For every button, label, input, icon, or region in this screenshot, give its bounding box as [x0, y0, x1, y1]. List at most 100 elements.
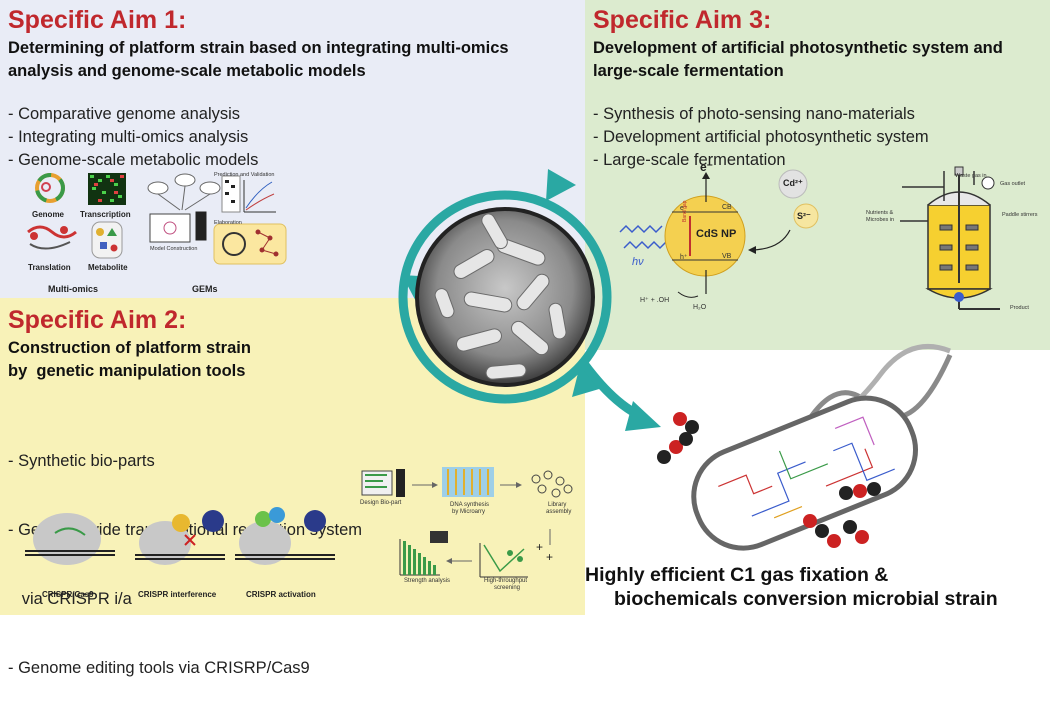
valve-icon	[954, 292, 964, 302]
crispr-interference-label: CRISPR interference	[138, 590, 217, 599]
co2-molecule-icon	[839, 482, 881, 500]
biopart-workflow: ++	[361, 467, 573, 578]
crispr-cas9-label: CRISPR/Cas9	[42, 590, 94, 599]
library-label-1: Library	[548, 502, 567, 508]
crispr-schematics	[25, 507, 335, 565]
cds-nanoparticle-icon	[664, 195, 746, 277]
crispr-activation-label: CRISPR activation	[246, 590, 316, 599]
instrument-icon	[430, 531, 448, 543]
aim2-bullet: - Genome editing tools via CRISRP/Cas9	[8, 659, 310, 677]
h-small-label: h⁺	[680, 254, 688, 261]
hv-label: hν	[632, 256, 644, 268]
aim3-bullet: - Large-scale fermentation	[593, 151, 786, 169]
library-label-2: assembly	[546, 509, 572, 515]
aim2-title: Specific Aim 2:	[8, 306, 187, 334]
crispr-activation-icon	[235, 507, 335, 565]
co2-molecule-icon	[657, 432, 693, 464]
caption-line2: biochemicals conversion microbial strain	[614, 588, 998, 610]
aim2-subtitle-line1: Construction of platform strain	[8, 339, 251, 357]
library-icon	[531, 470, 573, 498]
crispr-interference-icon	[135, 510, 225, 565]
cd-ion-icon	[778, 169, 808, 199]
co2-molecule-icon	[843, 520, 869, 544]
metabolite-label: Metabolite	[88, 263, 128, 272]
central-cycle	[398, 169, 612, 404]
paddle-stirrer-icon	[939, 224, 979, 271]
hts-label-1: High-throughput	[484, 578, 528, 584]
multiomics-label: Multi-omics	[48, 284, 99, 294]
hts-label-2: screening	[494, 585, 521, 591]
electron-label: e⁻	[700, 160, 714, 174]
cds-np-label: CdS NP	[696, 228, 737, 240]
aim3-bullets: - Synthesis of photo-sensing nano-materi…	[593, 103, 929, 172]
dna-synthesis-label-1: DNA synthesis	[450, 502, 490, 508]
water-label: H₂O	[693, 304, 707, 311]
hts-plot-icon	[479, 543, 528, 578]
translation-label: Translation	[28, 263, 71, 272]
transcription-heatmap-icon	[88, 173, 126, 205]
design-label: Design Bio-part	[360, 500, 402, 506]
band-gap-label: Band gap	[682, 200, 688, 222]
aim3-bullet: - Synthesis of photo-sensing nano-materi…	[593, 105, 915, 123]
prediction-plot-icon	[221, 175, 276, 213]
svg-text:+: +	[546, 550, 553, 564]
outcome-arrow	[581, 362, 661, 431]
translation-icon	[27, 225, 77, 250]
elaboration-icon	[213, 223, 287, 265]
aim1-subtitle-line2: analysis and genome-scale metabolic mode…	[8, 62, 366, 80]
metabolite-icon	[91, 221, 123, 259]
bacteria-rods	[434, 213, 567, 380]
strength-bars-icon	[399, 539, 440, 576]
microarray-icon	[442, 467, 494, 497]
cycle-arrow-head	[546, 169, 576, 201]
aim1-subtitle-line1: Determining of platform strain based on …	[8, 39, 509, 57]
aim2-bullet: via CRISPR i/a	[8, 590, 132, 608]
genome-icon	[35, 173, 65, 203]
aim2-bullet: - Synthetic bio-parts	[8, 452, 155, 470]
vb-label: VB	[722, 253, 732, 260]
co2-molecule-icon	[673, 412, 699, 434]
cd-ion-label: Cd²⁺	[783, 178, 803, 188]
photosynthesis-diagram	[619, 169, 819, 298]
co2-molecule-icon	[803, 514, 841, 548]
gauge-icon	[981, 176, 995, 190]
waste-gas-label: Waste gas in	[955, 173, 987, 179]
s-ion-label: S²⁻	[797, 211, 811, 221]
s-ion-icon	[793, 203, 819, 229]
microbial-cell-diagram	[657, 343, 953, 551]
paddle-stirrers-label: Paddle stirrers	[1002, 212, 1038, 218]
gems-network-icon	[147, 173, 221, 243]
strength-label: Strength analysis	[404, 578, 451, 584]
model-construction-label: Model Construction	[150, 246, 198, 252]
dna-synthesis-label-2: by Microarry	[452, 509, 486, 515]
aim1-title: Specific Aim 1:	[8, 6, 187, 34]
aim1-bullet: - Integrating multi-omics analysis	[8, 128, 249, 146]
cycle-ring	[398, 190, 612, 404]
caption-line1: Highly efficient C1 gas fixation &	[585, 564, 889, 586]
aim3-subtitle-line2: large-scale fermentation	[593, 62, 784, 80]
transcription-label: Transcription	[80, 210, 131, 219]
gems-label: GEMs	[192, 284, 218, 294]
nutrients-label-2: Microbes in	[866, 217, 895, 223]
genome-label: Genome	[32, 210, 65, 219]
multiomics-icons	[27, 173, 287, 265]
e-small-label: e⁻	[680, 205, 688, 212]
svg-text:+: +	[536, 540, 543, 554]
crispr-cas9-icon	[25, 513, 115, 565]
nutrients-label-1: Nutrients &	[866, 210, 894, 216]
bioreactor-diagram	[900, 166, 1000, 310]
prediction-label: Prediction and Validation	[214, 172, 275, 178]
elaboration-label: Elaboration	[214, 220, 242, 226]
product-label: Product	[1010, 305, 1029, 311]
products-label: H⁺ + .OH	[640, 297, 670, 304]
aim3-bullet: - Development artificial photosynthetic …	[593, 128, 929, 146]
aim2-subtitle-line2: by genetic manipulation tools	[8, 362, 246, 380]
aim3-subtitle-line1: Development of artificial photosynthetic…	[593, 39, 1003, 57]
cb-label: CB	[722, 204, 732, 211]
gas-outlet-label: Gas outlet	[1000, 181, 1026, 187]
aim1-bullet: - Genome-scale metabolic models	[8, 151, 259, 169]
aim3-title: Specific Aim 3:	[593, 6, 772, 34]
aim1-bullets: - Comparative genome analysis - Integrat…	[8, 103, 258, 172]
cycle-arrow-head	[572, 365, 606, 397]
aim1-bullet: - Comparative genome analysis	[8, 105, 241, 123]
